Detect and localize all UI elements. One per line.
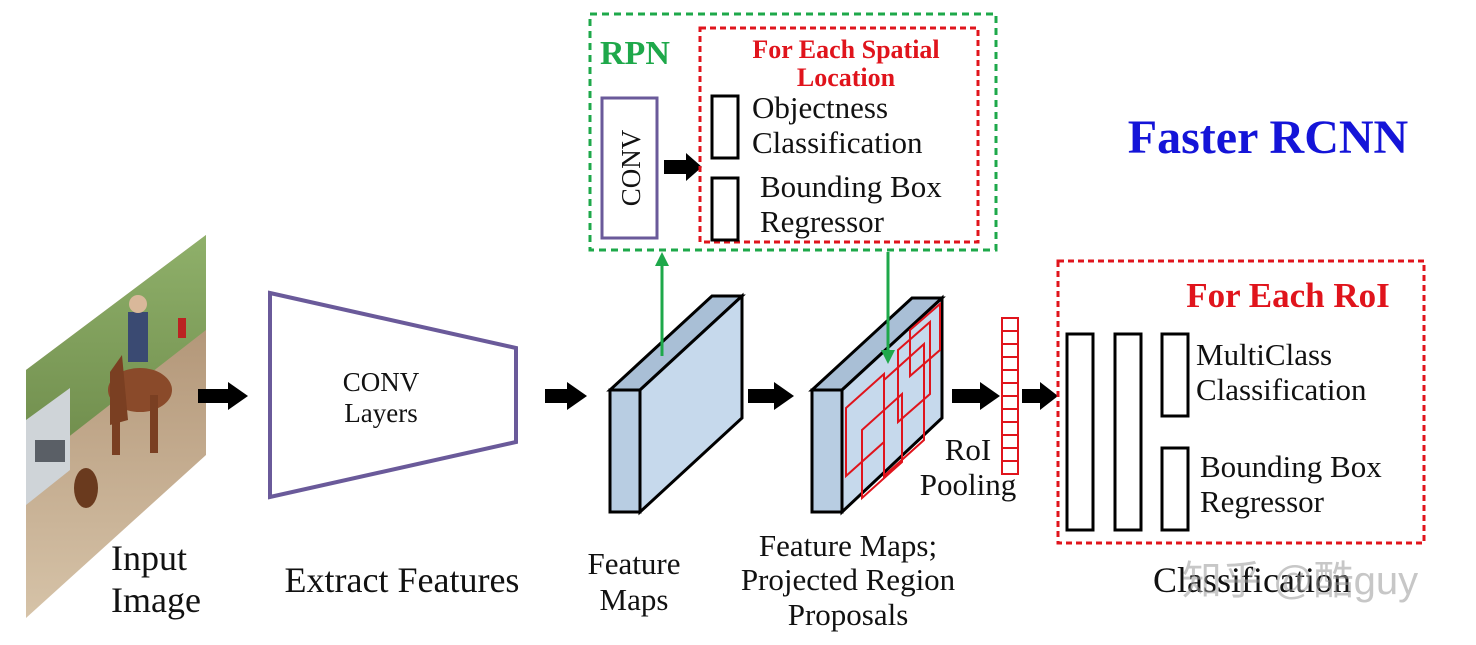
roi-bbox-label-1: Bounding Box bbox=[1200, 449, 1382, 484]
multiclass-label-2: Classification bbox=[1196, 372, 1367, 407]
objectness-label-2: Classification bbox=[752, 125, 923, 160]
roi-bbox-bar bbox=[1160, 446, 1190, 532]
roi-pooling-label-2: Pooling bbox=[920, 467, 1016, 502]
rpn-spatial-box bbox=[698, 26, 980, 244]
arrow-rpn-to-projected bbox=[881, 252, 895, 364]
roi-bbox-label-2: Regressor bbox=[1200, 484, 1325, 519]
projected-feature-maps-block bbox=[808, 294, 946, 516]
input-label-1: Input bbox=[111, 538, 187, 578]
arrow-pooling-to-head bbox=[1022, 382, 1058, 410]
roi-pooling-label-1: RoI bbox=[945, 432, 992, 467]
arrow-features-to-projected bbox=[748, 382, 794, 410]
rpn-bbox-label-2: Regressor bbox=[760, 204, 885, 239]
fc-layer-2 bbox=[1113, 332, 1143, 532]
rpn-box bbox=[588, 12, 998, 252]
rpn-header-line2: Location bbox=[797, 63, 896, 92]
projected-label-2: Projected Region bbox=[741, 562, 956, 597]
conv-layers-label-1: CONV bbox=[343, 367, 420, 397]
arrow-conv-to-features bbox=[545, 382, 587, 410]
multiclass-label-1: MultiClass bbox=[1196, 337, 1332, 372]
rpn-header-line1: For Each Spatial bbox=[752, 35, 939, 64]
objectness-label-1: Objectness bbox=[752, 90, 888, 125]
arrow-input-to-conv bbox=[198, 382, 248, 410]
projected-label-3: Proposals bbox=[788, 597, 909, 632]
objectness-bar bbox=[710, 94, 740, 160]
classification-label: Classification bbox=[1153, 560, 1351, 600]
arrow-rpn-conv-to-heads bbox=[664, 153, 702, 181]
feature-maps-block bbox=[606, 292, 746, 516]
projected-label-1: Feature Maps; bbox=[759, 528, 937, 563]
conv-layers-label-2: Layers bbox=[344, 398, 417, 428]
multiclass-bar bbox=[1160, 332, 1190, 418]
feature-maps-label-1: Feature bbox=[588, 546, 681, 581]
extract-features-label: Extract Features bbox=[285, 560, 520, 600]
diagram-title: Faster RCNN bbox=[1128, 111, 1409, 164]
input-image bbox=[26, 235, 206, 618]
watermark-text: 知乎 @酷guy bbox=[1182, 559, 1418, 603]
input-label-2: Image bbox=[111, 580, 201, 620]
rpn-conv-label: CONV bbox=[616, 129, 646, 206]
conv-layers-trapezoid bbox=[268, 290, 518, 500]
roi-head-header: For Each RoI bbox=[1186, 276, 1390, 315]
roi-head-box bbox=[1056, 259, 1426, 545]
arrow-projected-to-pooling bbox=[952, 382, 1000, 410]
rpn-label: RPN bbox=[600, 35, 670, 72]
roi-pooling-column bbox=[1001, 317, 1019, 475]
fc-layer-1 bbox=[1065, 332, 1095, 532]
rpn-bbox-bar bbox=[710, 176, 740, 242]
rpn-conv-box bbox=[600, 96, 659, 240]
feature-maps-label-2: Maps bbox=[600, 582, 669, 617]
arrow-features-to-rpn bbox=[655, 252, 669, 356]
rpn-bbox-label-1: Bounding Box bbox=[760, 169, 942, 204]
region-proposals bbox=[845, 301, 941, 501]
